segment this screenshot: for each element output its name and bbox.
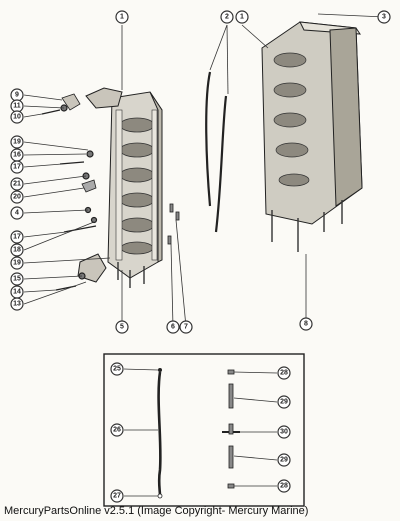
- callout-26-inset: 26: [110, 423, 124, 437]
- callout-1-left-label: 1: [120, 14, 124, 21]
- callout-19-b-label: 19: [13, 260, 21, 267]
- dowel-pins: [167, 203, 180, 245]
- callout-15-label: 15: [13, 276, 21, 283]
- gasket-strips: [205, 71, 228, 233]
- callout-26-inset-label: 26: [113, 427, 121, 434]
- copyright-caption: MercuryPartsOnline v2.5.1 (Image Copyrig…: [4, 505, 309, 517]
- callout-16-label: 16: [13, 152, 21, 159]
- callout-20-label: 20: [13, 194, 21, 201]
- callout-11-label: 11: [13, 103, 21, 110]
- callout-6: 6: [166, 320, 180, 334]
- callout-21-label: 21: [13, 181, 21, 188]
- callout-27-inset-label: 27: [113, 493, 121, 500]
- callout-21: 21: [10, 177, 24, 191]
- callout-19-a: 19: [10, 135, 24, 149]
- callout-25-inset-label: 25: [113, 366, 121, 373]
- callout-28-inset-bottom-label: 28: [280, 483, 288, 490]
- callout-17-b-label: 17: [13, 234, 21, 241]
- callout-3: 3: [377, 10, 391, 24]
- callout-19-b: 19: [10, 256, 24, 270]
- callout-14-label: 14: [13, 289, 21, 296]
- callout-column-left: 9 11 10 19 16 17 21 20 4 17 18 19 15 14 …: [10, 88, 24, 311]
- callout-14: 14: [10, 285, 24, 299]
- callout-28-inset-top: 28: [277, 366, 291, 380]
- callout-30-inset-label: 30: [280, 429, 288, 436]
- callout-28-inset-top-label: 28: [280, 370, 288, 377]
- callout-27-inset: 27: [110, 489, 124, 503]
- callout-2-label: 2: [225, 14, 229, 21]
- callout-13: 13: [10, 297, 24, 311]
- callout-25-inset: 25: [110, 362, 124, 376]
- leader-lines: [23, 13, 385, 328]
- callout-3-label: 3: [382, 14, 386, 21]
- callout-2: 2: [220, 10, 234, 24]
- inset-detail-box: 25 26 27 28 29 30 29 28: [103, 353, 305, 507]
- cylinder-block-right: [261, 21, 363, 252]
- callout-7-label: 7: [184, 324, 188, 331]
- callout-17-a: 17: [10, 160, 24, 174]
- callout-17-a-label: 17: [13, 164, 21, 171]
- callout-19-a-label: 19: [13, 139, 21, 146]
- cylinder-block-left: [77, 87, 163, 288]
- callout-7: 7: [179, 320, 193, 334]
- callout-8: 8: [299, 317, 313, 331]
- callout-29-inset-bottom-label: 29: [280, 457, 288, 464]
- callout-8-label: 8: [304, 321, 308, 328]
- small-hardware-left: [41, 93, 98, 291]
- callout-29-inset-top-label: 29: [280, 399, 288, 406]
- callout-13-label: 13: [13, 301, 21, 308]
- callout-1-right-label: 1: [240, 14, 244, 21]
- callout-29-inset-bottom: 29: [277, 453, 291, 467]
- callout-17-b: 17: [10, 230, 24, 244]
- callout-6-label: 6: [171, 324, 175, 331]
- callout-18: 18: [10, 243, 24, 257]
- callout-1-right: 1: [235, 10, 249, 24]
- callout-15: 15: [10, 272, 24, 286]
- callout-10: 10: [10, 110, 24, 124]
- callout-9: 9: [10, 88, 24, 102]
- callout-5: 5: [115, 320, 129, 334]
- callout-28-inset-bottom: 28: [277, 479, 291, 493]
- callout-11: 11: [10, 99, 24, 113]
- callout-18-label: 18: [13, 247, 21, 254]
- callout-5-label: 5: [120, 324, 124, 331]
- callout-16: 16: [10, 148, 24, 162]
- callout-29-inset-top: 29: [277, 395, 291, 409]
- callout-20: 20: [10, 190, 24, 204]
- callout-30-inset: 30: [277, 425, 291, 439]
- callout-1-left: 1: [115, 10, 129, 24]
- callout-9-label: 9: [15, 92, 19, 99]
- callout-4: 4: [10, 206, 24, 220]
- callout-4-label: 4: [15, 210, 19, 217]
- callout-10-label: 10: [13, 114, 21, 121]
